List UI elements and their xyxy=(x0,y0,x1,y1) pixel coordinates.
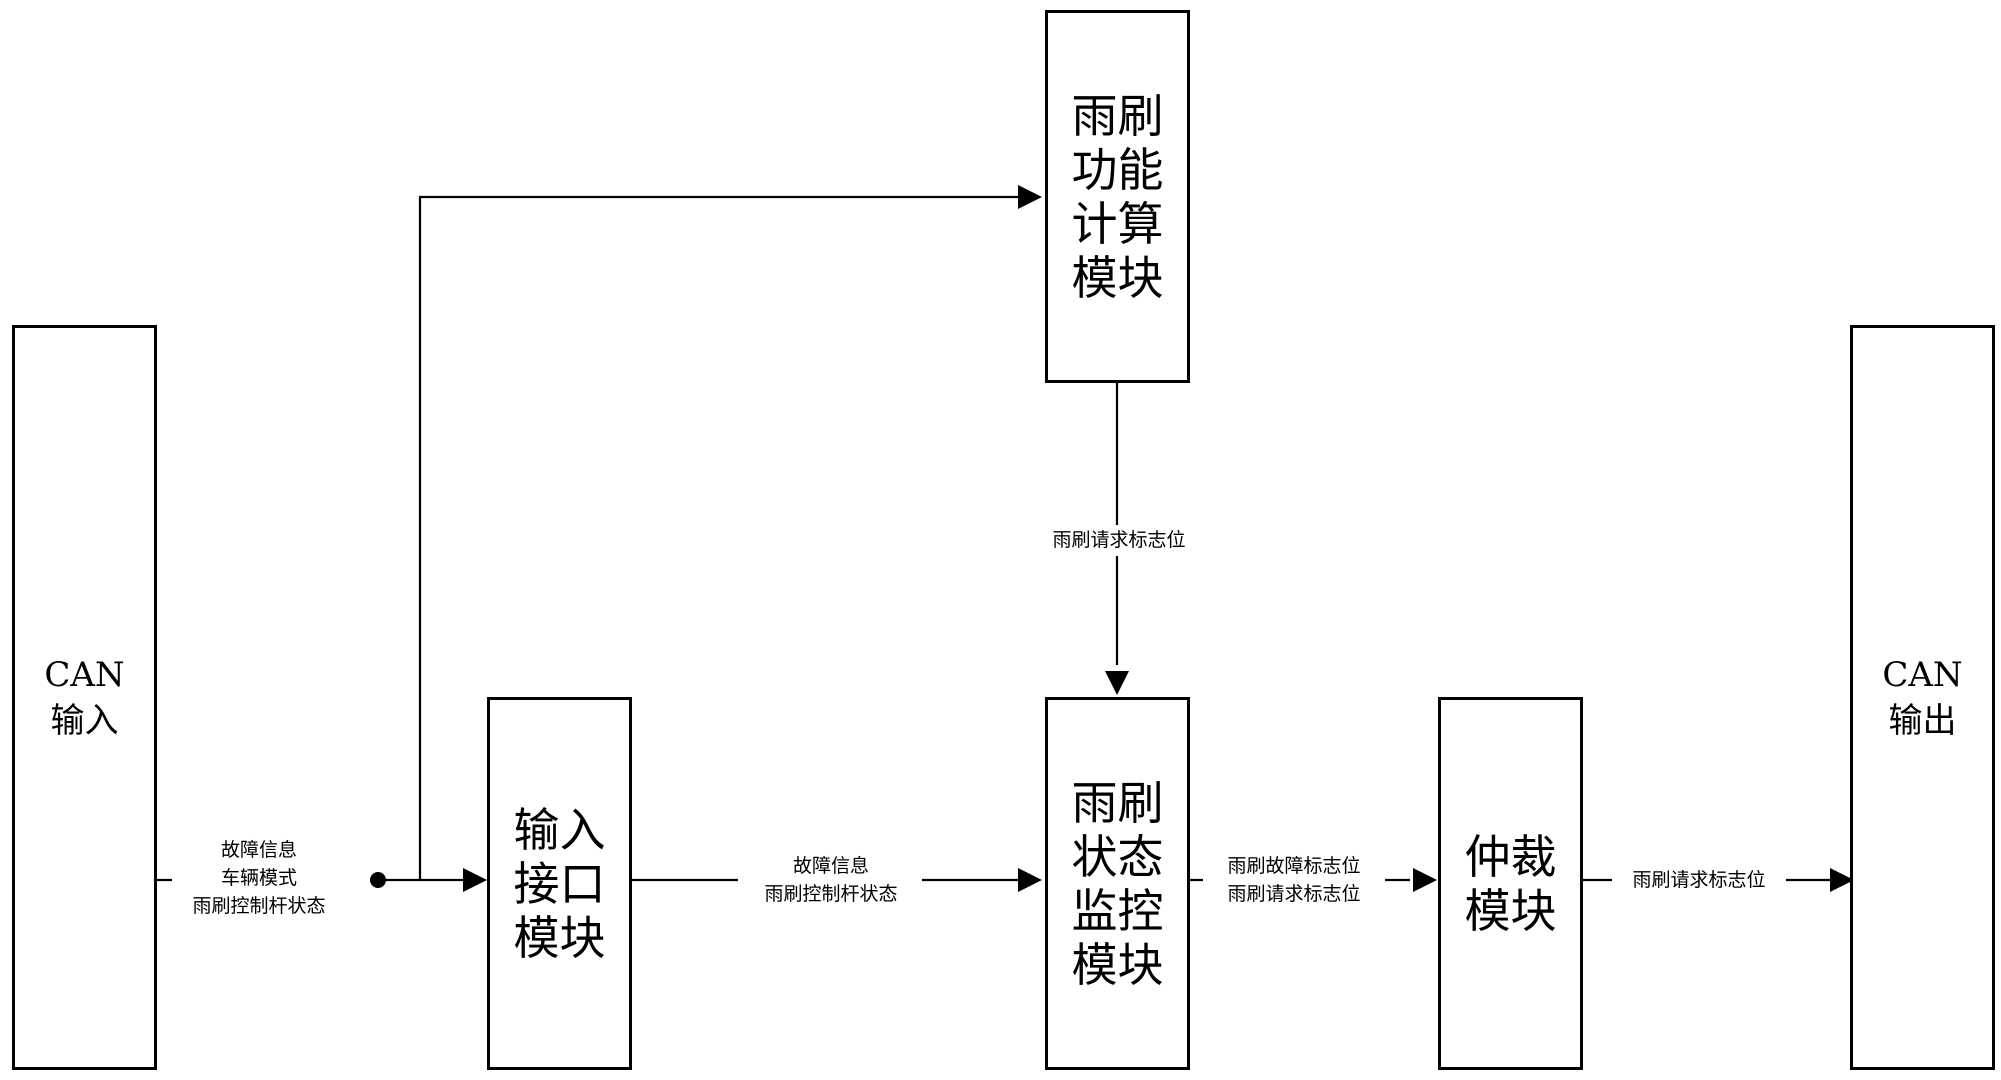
arrowhead-to-interface xyxy=(463,868,487,892)
can-output-box: CAN 输出 xyxy=(1850,325,1995,1070)
edge-label-interface-to-monitor: 故障信息 雨刷控制杆状态 xyxy=(740,852,922,908)
edge-label-can-to-interface: 故障信息 车辆模式 雨刷控制杆状态 xyxy=(172,836,346,920)
wiper-monitor-label: 雨刷 状态 监控 模块 xyxy=(1071,775,1164,992)
arbitration-module: 仲裁 模块 xyxy=(1438,697,1583,1070)
can-input-label: CAN 输入 xyxy=(44,654,125,741)
edge-label-arbitration-to-output: 雨刷请求标志位 xyxy=(1612,866,1786,894)
junction-dot xyxy=(370,872,386,888)
arbitration-label: 仲裁 模块 xyxy=(1464,829,1557,938)
arrowhead-to-wiper-calc xyxy=(1018,185,1042,209)
edge-label-monitor-to-arbitration: 雨刷故障标志位 雨刷请求标志位 xyxy=(1203,852,1385,908)
edge-branch-to-wiper-calc xyxy=(418,195,1020,880)
arrowhead-to-arbitration xyxy=(1413,868,1437,892)
wiper-calc-label: 雨刷 功能 计算 模块 xyxy=(1071,88,1164,305)
input-interface-label: 输入 接口 模块 xyxy=(513,802,606,965)
can-input-box: CAN 输入 xyxy=(12,325,157,1070)
wiper-monitor-module: 雨刷 状态 监控 模块 xyxy=(1045,697,1190,1070)
wiper-calc-module: 雨刷 功能 计算 模块 xyxy=(1045,10,1190,383)
arrowhead-to-can-output xyxy=(1830,868,1854,892)
can-output-label: CAN 输出 xyxy=(1882,654,1963,741)
input-interface-module: 输入 接口 模块 xyxy=(487,697,632,1070)
edge-label-calc-to-monitor: 雨刷请求标志位 xyxy=(1032,526,1206,554)
arrowhead-to-monitor-left xyxy=(1018,868,1042,892)
arrowhead-to-monitor-top xyxy=(1105,671,1129,695)
